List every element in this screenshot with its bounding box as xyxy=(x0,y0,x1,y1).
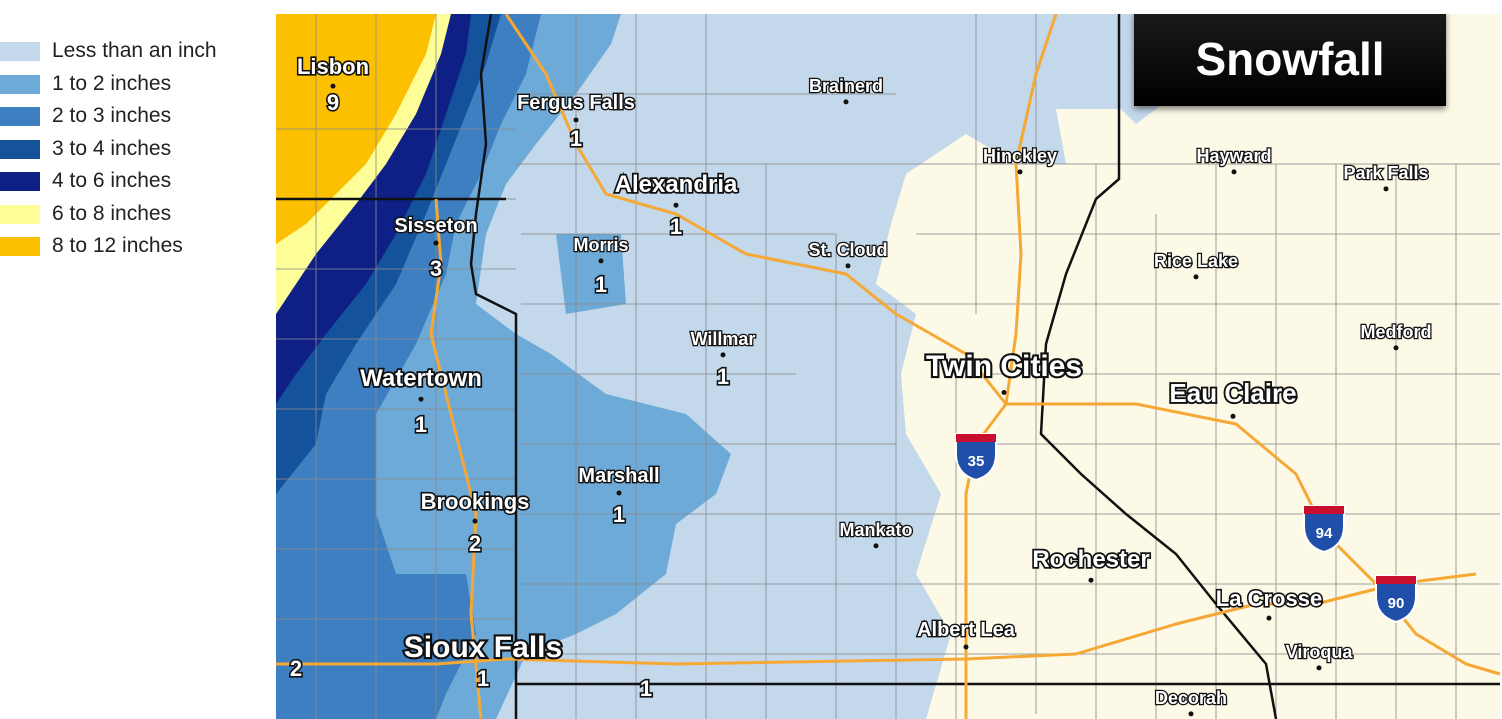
city-label: Decorah xyxy=(1155,688,1227,708)
legend-item: 1 to 2 inches xyxy=(0,69,270,102)
city-dot xyxy=(720,352,726,358)
legend-label: 3 to 4 inches xyxy=(52,136,172,160)
city-dot xyxy=(1017,169,1023,175)
city-dot xyxy=(1001,390,1007,395)
city-label: Medford xyxy=(1361,322,1432,342)
city-label: Watertown xyxy=(360,365,482,392)
city-dot xyxy=(673,202,679,208)
legend-swatch xyxy=(0,172,40,191)
snowfall-amount: 1 xyxy=(717,364,729,389)
city-dot xyxy=(1266,615,1272,621)
snowfall-amount: 2 xyxy=(469,531,481,556)
city-dot xyxy=(418,396,424,402)
snow-band-1-to-2-morris xyxy=(556,234,626,314)
city-label: St. Cloud xyxy=(809,240,888,260)
city-label: Brookings xyxy=(421,489,530,514)
city-label: Viroqua xyxy=(1286,642,1354,662)
legend-swatch xyxy=(0,42,40,61)
snowfall-amount: 1 xyxy=(570,126,582,151)
city-label: Sioux Falls xyxy=(404,631,562,664)
city-label: Brainerd xyxy=(809,76,883,96)
city-dot xyxy=(1188,711,1194,717)
legend-label: 6 to 8 inches xyxy=(52,201,172,225)
snowfall-amount: 1 xyxy=(595,272,607,297)
legend-label: 2 to 3 inches xyxy=(52,104,172,127)
snowfall-amount: 2 xyxy=(290,656,302,681)
map-title: Snowfall xyxy=(1195,33,1385,85)
snowfall-amount: 1 xyxy=(477,666,489,691)
city-dot xyxy=(1193,274,1199,280)
city-dot xyxy=(843,99,849,105)
shield-94-number: 94 xyxy=(1316,525,1333,542)
interstate-shield-90: 90 xyxy=(1375,575,1417,624)
city-label: Hayward xyxy=(1196,146,1271,166)
city-label: Fergus Falls xyxy=(517,92,635,114)
city-dot xyxy=(1230,413,1236,419)
city-dot xyxy=(1088,577,1094,583)
legend-label: Less than an inch xyxy=(52,39,217,62)
city-dot xyxy=(480,671,486,676)
city-dot xyxy=(1231,169,1237,175)
city-dot xyxy=(1393,345,1399,351)
city-dot xyxy=(845,263,851,269)
interstate-shield-35: 35 xyxy=(955,433,997,482)
city-dot xyxy=(330,83,336,89)
legend-swatch xyxy=(0,204,40,224)
city-label: Lisbon xyxy=(297,54,369,79)
city-label: Albert Lea xyxy=(917,619,1016,641)
city-dot xyxy=(873,543,879,549)
city-label: Twin Cities xyxy=(926,350,1082,383)
city-label: La Crosse xyxy=(1216,586,1322,611)
snowfall-amount: 1 xyxy=(640,676,652,701)
legend-label: 1 to 2 inches xyxy=(52,71,172,95)
city-dot xyxy=(573,117,579,123)
city-dot xyxy=(1316,665,1322,671)
map-canvas: 35 94 90 Lisbon 9 Fergus Falls 1 BrainerdAle… xyxy=(276,14,1500,719)
city-dot xyxy=(598,258,604,264)
city-dot xyxy=(963,644,969,650)
city-dot xyxy=(433,240,439,246)
city-label: Willmar xyxy=(691,329,756,349)
city-label: Sisseton xyxy=(394,215,477,237)
city-label: Park Falls xyxy=(1343,163,1428,183)
city-dot xyxy=(472,518,478,524)
city-label: Marshall xyxy=(578,465,659,487)
shield-90-number: 90 xyxy=(1388,595,1405,612)
legend-item: 8 to 12 inches xyxy=(0,231,270,264)
snowfall-amount: 1 xyxy=(613,502,625,527)
legend-item: Less than an inch xyxy=(0,36,270,69)
interstate-shield-94: 94 xyxy=(1303,505,1345,554)
city-label: Alexandria xyxy=(615,171,738,198)
city-label: Morris xyxy=(573,235,628,255)
city-label: Hinckley xyxy=(983,146,1057,166)
legend-item: 4 to 6 inches xyxy=(0,166,270,199)
legend: Less than an inch 1 to 2 inches 2 to 3 i… xyxy=(0,36,270,264)
legend-label: 8 to 12 inches xyxy=(52,234,183,257)
city-label: Rochester xyxy=(1032,546,1149,573)
legend-swatch xyxy=(0,139,40,159)
legend-item: 3 to 4 inches xyxy=(0,134,270,167)
snowfall-amount: 3 xyxy=(430,256,442,281)
legend-label: 4 to 6 inches xyxy=(52,169,172,192)
city-label: Mankato xyxy=(839,520,912,540)
legend-item: 6 to 8 inches xyxy=(0,199,270,232)
city-dot xyxy=(616,490,622,496)
title-box: Snowfall xyxy=(1134,14,1446,106)
legend-swatch xyxy=(0,237,40,256)
shield-35-number: 35 xyxy=(968,453,985,470)
snowfall-amount: 1 xyxy=(670,214,682,239)
city-dot xyxy=(1383,186,1389,192)
state-borders xyxy=(276,14,1500,719)
legend-swatch xyxy=(0,107,40,126)
city-label: Rice Lake xyxy=(1154,251,1238,271)
legend-item: 2 to 3 inches xyxy=(0,101,270,134)
legend-swatch xyxy=(0,74,40,94)
snowfall-amount: 1 xyxy=(415,412,427,437)
city-label: Eau Claire xyxy=(1169,378,1296,408)
snowfall-amount: 9 xyxy=(327,90,339,115)
